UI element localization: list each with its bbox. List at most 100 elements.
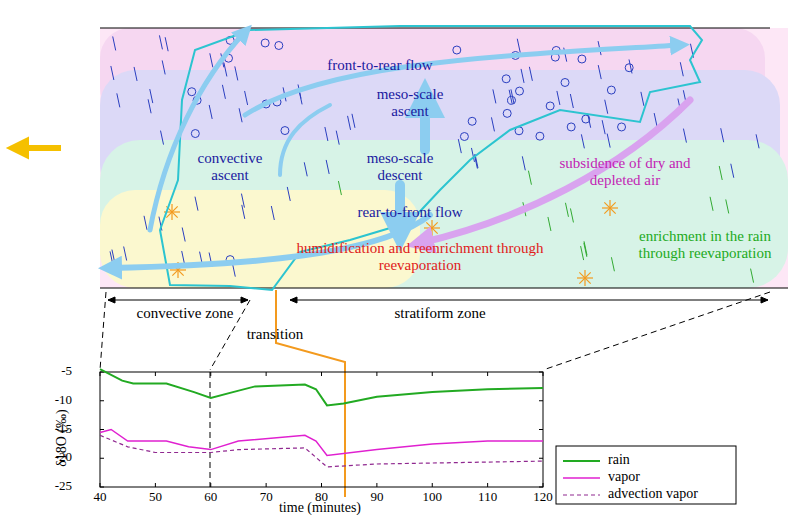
rain-streak [210, 53, 213, 67]
rain-streak [325, 127, 328, 141]
zone-arrows [108, 297, 768, 303]
ice-particle [607, 86, 615, 94]
rain-streak [352, 114, 355, 128]
tick-label: -10 [46, 393, 72, 408]
evaporation-star [604, 202, 615, 213]
rain-streak [235, 66, 238, 80]
transition-line [276, 290, 345, 497]
rain-streak [654, 113, 657, 127]
legend-sample [563, 477, 600, 479]
evaporation-star [579, 272, 590, 283]
rain-streak [348, 116, 351, 130]
legend-box [556, 446, 736, 504]
tick-label: -25 [46, 479, 72, 494]
rain-streak [726, 199, 729, 213]
ice-particle [261, 39, 269, 47]
ice-particle [503, 109, 511, 117]
rain-streak [680, 62, 683, 76]
rain-streak [522, 156, 525, 170]
rain-streak [144, 216, 147, 230]
tick-label: 50 [135, 490, 175, 505]
flow-label: meso-scale ascent [360, 86, 460, 121]
ice-particle [618, 123, 626, 131]
ice-particle [502, 75, 510, 83]
rain-streak [245, 91, 248, 105]
zone-label: convective zone [110, 305, 260, 322]
ice-particle [561, 78, 569, 86]
ice-particle [508, 96, 516, 104]
rain-streak [641, 92, 644, 106]
rain-streak [239, 108, 242, 122]
ice-particle [460, 133, 468, 141]
ice-particle [453, 46, 461, 54]
flow-label: meso-scale descent [350, 150, 450, 185]
rain-streak [287, 187, 290, 201]
axis-title: δ18O (‰) [54, 393, 70, 483]
rain-streak [570, 94, 573, 108]
rain-streak [581, 134, 584, 148]
tick-label: 110 [468, 490, 508, 505]
ice-particle [582, 115, 590, 123]
tick-label: 120 [523, 490, 563, 505]
rain-streak [721, 128, 724, 142]
zone-brackets [100, 292, 770, 370]
rain-streak [548, 217, 551, 231]
ice-particle [567, 123, 575, 131]
rain-streak [113, 36, 116, 50]
rain-streak [751, 269, 754, 283]
rain-streak [165, 37, 168, 51]
rain-streak [195, 197, 198, 211]
rain-streak [521, 69, 524, 83]
rain-streak [529, 67, 532, 81]
transition-marker [210, 372, 211, 487]
rain-streak [570, 208, 573, 222]
rain-streak [148, 99, 151, 113]
rain-streak [124, 247, 127, 261]
rain-streak [224, 62, 227, 76]
rain-streak [607, 134, 610, 148]
ice-particle [515, 87, 523, 95]
rain-streak [150, 89, 153, 103]
legend-text: vapor [608, 469, 728, 485]
rain-streak [336, 131, 339, 145]
legend-sample [563, 460, 600, 462]
rain-curve [100, 369, 543, 405]
rain-streak [241, 194, 244, 208]
ice-particle [578, 55, 586, 63]
vapor-curve [100, 430, 543, 456]
rain-streak [710, 197, 713, 211]
rain-streak [602, 120, 605, 134]
ice-particle [468, 117, 476, 125]
zone-label: stratiform zone [365, 305, 515, 322]
advection-curve [100, 435, 543, 467]
tick-label: 60 [191, 490, 231, 505]
ice-particle [546, 102, 554, 110]
rain-streak [209, 105, 212, 119]
ice-particle [281, 127, 289, 135]
rain-streak [326, 160, 329, 174]
rain-streak [117, 93, 120, 107]
rain-streak [162, 60, 165, 74]
rain-streak [112, 250, 115, 264]
flow-label: front-to-rear flow [280, 57, 480, 74]
ice-particle [536, 132, 544, 140]
rain-streak [161, 131, 164, 145]
background-bands [100, 28, 788, 288]
axis-title: time (minutes) [250, 500, 390, 515]
rain-streak [458, 139, 461, 153]
flow-label: rear-to-front flow [330, 204, 490, 221]
rain-streak [493, 89, 496, 103]
flow-label: enrichment in the rain through reevapora… [623, 228, 788, 263]
evaporation-star [426, 222, 437, 233]
rain-streak [611, 257, 614, 271]
rain-streak [517, 39, 520, 53]
flow-label: humidification and reenrichment through … [270, 240, 570, 275]
rain-streak [756, 134, 759, 148]
rain-streak [182, 228, 185, 242]
rain-streak [683, 129, 686, 143]
rain-streak [338, 181, 341, 195]
flow-arrows [8, 32, 690, 268]
zone-label: transition [230, 326, 320, 343]
rain-streak [134, 67, 137, 81]
rain-streak [304, 162, 307, 176]
